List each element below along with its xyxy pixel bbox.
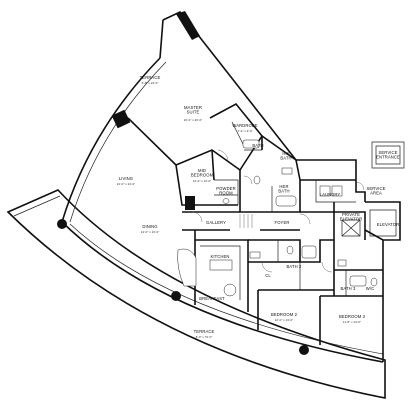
bathtub <box>275 195 297 207</box>
dining-dim: 13'-0" x 16'-0" <box>141 230 159 234</box>
breakfast-table <box>223 283 237 297</box>
wic-label: W/C <box>366 286 374 291</box>
wardrobe-label: WARDROBE <box>232 123 257 128</box>
laundry-label: LAUNDRY <box>320 192 341 197</box>
master-bath-label: BATH <box>252 143 263 148</box>
structural-columns <box>57 109 309 355</box>
terrace-bottom-dim: 8'-0" x 70'-0" <box>196 335 213 339</box>
column-4 <box>111 109 131 129</box>
foyer-label: FOYER <box>275 220 290 225</box>
closet-label: CL <box>265 273 271 278</box>
terrace-bottom-label: TERRACE <box>194 329 215 334</box>
bathtub <box>242 139 260 149</box>
building-outline <box>61 11 401 363</box>
sink <box>249 251 261 259</box>
mid-bedroom-dim: 12'-0" x 14'-0" <box>193 179 211 183</box>
breakfast-label: BREAKFAST <box>199 296 225 301</box>
master-suite-dim: 16'-0" x 26'-0" <box>184 118 202 122</box>
gallery-label: GALLERY <box>206 220 226 225</box>
living-dim: 21'-0" x 24'-0" <box>117 182 135 186</box>
fixtures <box>177 139 378 297</box>
toilet <box>286 245 294 255</box>
kitchen-counter <box>177 248 197 287</box>
bedroom3-label: BEDROOM 3 <box>339 314 366 319</box>
interior-walls <box>127 102 405 345</box>
washer <box>319 185 331 197</box>
terrace-perimeter <box>6 189 386 399</box>
wardrobe-dim: 7'-4" x 9'-0" <box>237 129 252 133</box>
dryer <box>331 185 343 197</box>
column-3 <box>299 345 309 355</box>
terrace-top-label: TERRACE <box>140 75 161 80</box>
toilet <box>253 175 261 185</box>
column-2 <box>171 291 181 301</box>
terrace-top-dim: 5'-8" x 24'-0" <box>142 81 159 85</box>
toilet <box>222 198 230 204</box>
column-1 <box>57 219 67 229</box>
bedroom2-dim: 12'-0" x 13'-0" <box>275 318 293 322</box>
bath3-label: BATH 3 <box>341 286 357 291</box>
sink <box>281 167 293 175</box>
bath2-label: BATH 2 <box>287 264 303 269</box>
column-5 <box>185 196 195 210</box>
bathtub <box>301 245 317 259</box>
sink <box>337 259 347 267</box>
bedroom3-dim: 11'-8" x 13'-0" <box>343 320 361 324</box>
dining-label: DINING <box>142 224 157 229</box>
kitchen-island <box>209 259 233 271</box>
bathtub <box>349 275 367 287</box>
elevator-label: ELEVATOR <box>377 222 399 227</box>
toilet <box>370 277 378 287</box>
living-label: LIVING <box>119 176 133 181</box>
bedroom2-label: BEDROOM 2 <box>271 312 298 317</box>
kitchen-label: KITCHEN <box>210 254 229 259</box>
